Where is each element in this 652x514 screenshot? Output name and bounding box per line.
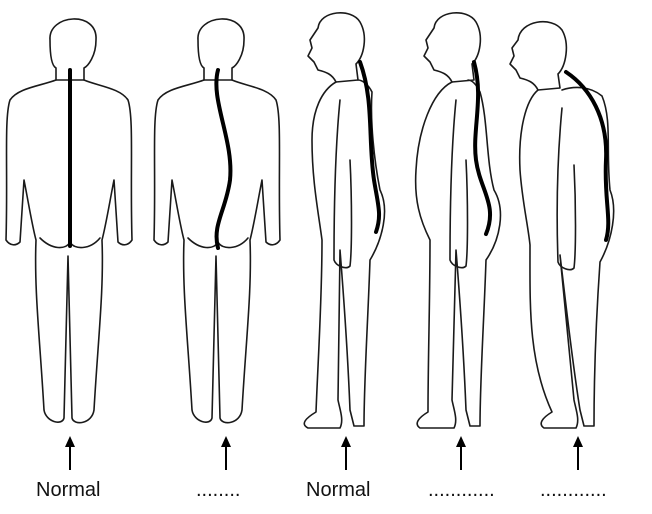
figure-3-arm — [334, 100, 352, 268]
figure-4-head — [424, 13, 480, 82]
figure-4-body — [416, 80, 501, 428]
figure-1-head — [50, 19, 96, 80]
figure-5-side-view — [510, 22, 614, 428]
figure-2-label: ........ — [196, 480, 240, 500]
arrow-2 — [221, 436, 231, 470]
figure-2-torso — [154, 80, 280, 423]
figure-2-head — [198, 19, 244, 80]
figure-4-arm — [450, 100, 468, 268]
figure-1-label: Normal — [36, 480, 100, 500]
figure-3-head — [308, 13, 364, 82]
figure-2-back-view — [154, 19, 280, 423]
figure-5-label: ............ — [540, 480, 607, 500]
figure-5-arm — [557, 108, 575, 270]
arrow-3 — [341, 436, 351, 470]
figure-5-body — [520, 88, 614, 428]
arrow-4 — [456, 436, 466, 470]
figure-4-label: ............ — [428, 480, 495, 500]
figure-3-side-view — [304, 13, 384, 428]
figure-4-side-view — [416, 13, 501, 428]
figure-3-label: Normal — [306, 480, 370, 500]
figure-2-spine — [216, 70, 230, 248]
arrow-1 — [65, 436, 75, 470]
figure-5-head — [510, 22, 566, 90]
arrow-5 — [573, 436, 583, 470]
figure-1-back-view — [6, 19, 132, 423]
